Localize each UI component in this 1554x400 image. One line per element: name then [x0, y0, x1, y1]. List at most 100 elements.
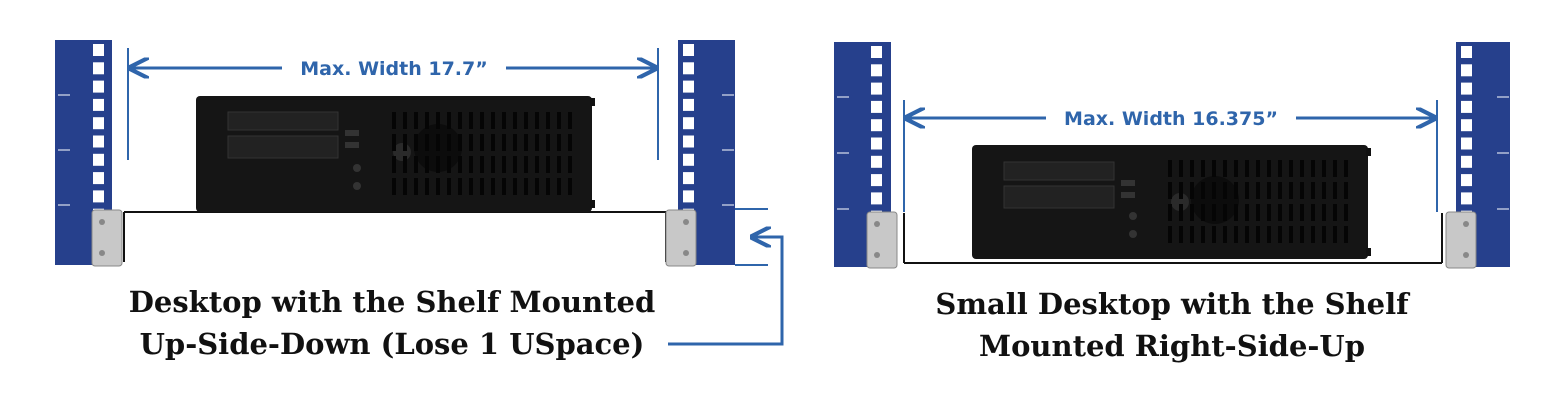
vent-slot — [447, 112, 451, 129]
rail-hole — [871, 82, 882, 95]
vent-slot — [414, 112, 418, 129]
vent-slot — [1333, 226, 1337, 243]
vent-slot — [1333, 204, 1337, 221]
vent-slot — [535, 134, 539, 151]
shelf-right-side-up — [866, 211, 1477, 269]
rail-hole — [93, 153, 104, 166]
rail-hole — [1461, 64, 1472, 77]
rail-hole — [683, 62, 694, 75]
vent-slot — [1179, 182, 1183, 199]
vent-slot — [1289, 160, 1293, 177]
vent-slot — [425, 112, 429, 129]
caption-left-line2: Up-Side-Down (Lose 1 USpace) — [140, 327, 645, 361]
rail-hole — [871, 46, 882, 58]
max-width-label-right: Max. Width 16.375” — [1064, 108, 1278, 130]
vent-slot — [1333, 160, 1337, 177]
vent-slot — [557, 178, 561, 195]
vent-slot — [403, 156, 407, 173]
vent-slot — [469, 156, 473, 173]
rail-hole — [683, 80, 694, 93]
vent-slot — [491, 112, 495, 129]
vent-slot — [480, 112, 484, 129]
vent-slot — [1278, 160, 1282, 177]
vent-slot — [436, 134, 440, 151]
vent-slot — [436, 112, 440, 129]
vent-slot — [546, 112, 550, 129]
vent-slot — [568, 156, 572, 173]
vent-slot — [1179, 160, 1183, 177]
vent-slot — [546, 156, 550, 173]
vent-slot — [447, 134, 451, 151]
rail-hole — [1461, 100, 1472, 113]
shelf-upside-down — [91, 209, 697, 267]
rail-hole — [683, 117, 694, 130]
vent-slot — [414, 156, 418, 173]
vent-slot — [491, 156, 495, 173]
vent-slot — [1223, 160, 1227, 177]
vent-slot — [458, 134, 462, 151]
rail-hole — [1461, 46, 1472, 58]
vent-slot — [502, 112, 506, 129]
vent-slot — [1289, 204, 1293, 221]
rail-hole — [1461, 192, 1472, 205]
vent-slot — [1278, 226, 1282, 243]
vent-slot — [513, 156, 517, 173]
vent-slot — [447, 178, 451, 195]
vent-slot — [1212, 182, 1216, 199]
vent-slot — [392, 178, 396, 195]
vent-slot — [414, 178, 418, 195]
vent-slot — [535, 156, 539, 173]
max-width-dimension-right: Max. Width 16.375” — [903, 100, 1438, 212]
left-mounting-bracket-2 — [866, 211, 898, 269]
lost-uspace-indicator — [668, 208, 784, 346]
vent-slot — [1168, 160, 1172, 177]
vent-slot — [1245, 204, 1249, 221]
vent-slot — [513, 112, 517, 129]
vent-slot — [513, 178, 517, 195]
vent-slot — [1289, 226, 1293, 243]
vent-slot — [469, 178, 473, 195]
rail-hole — [1461, 174, 1472, 187]
rail-hole — [1461, 137, 1472, 150]
rail-hole — [93, 190, 104, 203]
rail-hole — [93, 62, 104, 75]
vent-slot — [1190, 182, 1194, 199]
max-width-label-left: Max. Width 17.7” — [300, 58, 487, 80]
vent-slot — [1212, 204, 1216, 221]
vent-slot — [1311, 226, 1315, 243]
rail-hole — [871, 64, 882, 77]
vent-slot — [403, 178, 407, 195]
left-rack-rail — [55, 40, 112, 265]
vent-slot — [1201, 226, 1205, 243]
desktop-computer — [196, 96, 595, 212]
rail-hole — [683, 190, 694, 203]
vent-slot — [1333, 182, 1337, 199]
rail-hole — [871, 137, 882, 150]
rail-hole — [1461, 119, 1472, 132]
vent-slot — [1168, 182, 1172, 199]
vent-slot — [1245, 226, 1249, 243]
vent-slot — [524, 112, 528, 129]
vent-slot — [1190, 226, 1194, 243]
vent-slot — [480, 156, 484, 173]
vent-slot — [1256, 204, 1260, 221]
rail-hole — [871, 192, 882, 205]
vent-slot — [535, 178, 539, 195]
vent-slot — [425, 134, 429, 151]
vent-slot — [557, 134, 561, 151]
vent-slot — [1245, 160, 1249, 177]
vent-slot — [403, 112, 407, 129]
vent-slot — [425, 178, 429, 195]
vent-slot — [392, 134, 396, 151]
vent-slot — [1234, 226, 1238, 243]
vent-slot — [1256, 226, 1260, 243]
vent-slot — [1311, 204, 1315, 221]
vent-slot — [1322, 204, 1326, 221]
vent-slot — [1278, 182, 1282, 199]
vent-slot — [502, 156, 506, 173]
vent-slot — [1267, 182, 1271, 199]
vent-slot — [436, 178, 440, 195]
vent-slot — [1234, 160, 1238, 177]
vent-slot — [1201, 160, 1205, 177]
vent-slot — [1267, 204, 1271, 221]
